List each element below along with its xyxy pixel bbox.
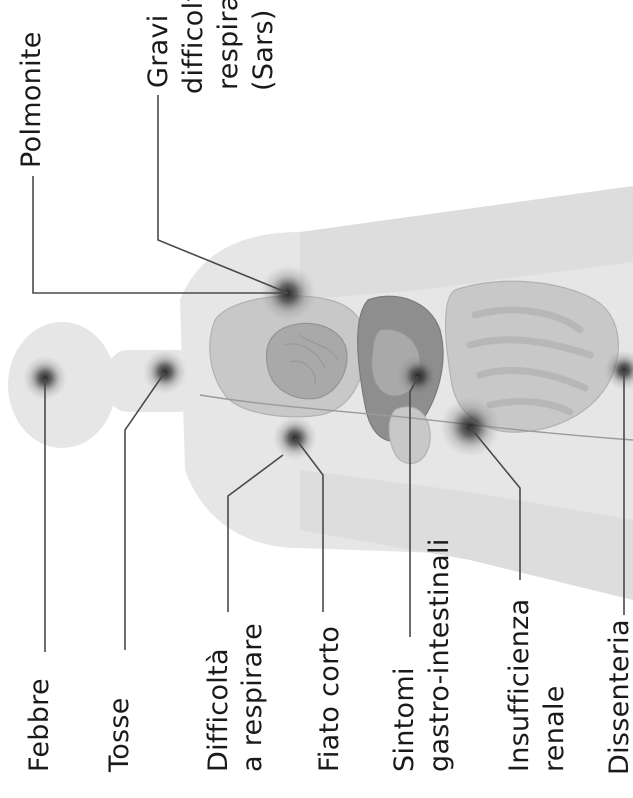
label-tosse-line-1: Tosse bbox=[104, 697, 135, 773]
label-insufficienza-line-1: Insufficienza bbox=[504, 599, 535, 772]
label-gravi-line-1: Gravi bbox=[143, 14, 174, 88]
label-polmonite: Polmonite bbox=[16, 31, 47, 168]
label-insufficienza-line-2: renale bbox=[539, 685, 570, 772]
label-sintomi-line-2: gastro-intestinali bbox=[424, 538, 455, 772]
label-sintomi-line-1: Sintomi bbox=[389, 667, 420, 772]
label-fiato-line-1: Fiato corto bbox=[314, 626, 345, 772]
leader-tosse bbox=[125, 372, 165, 650]
heart-shape bbox=[267, 323, 347, 398]
label-tosse: Tosse bbox=[104, 697, 135, 773]
label-gravi-line-3: respiratorie bbox=[213, 0, 244, 90]
label-polmonite-line-1: Polmonite bbox=[16, 31, 47, 168]
label-insufficienza: Insufficienza renale bbox=[504, 590, 570, 772]
label-febbre-line-1: Febbre bbox=[24, 678, 55, 772]
label-difficolta-line-1: Difficoltà bbox=[203, 648, 234, 772]
label-dissenteria: Dissenteria bbox=[604, 619, 633, 775]
label-gravi-line-2: difficoltà bbox=[178, 0, 209, 94]
label-difficolta-line-2: a respirare bbox=[237, 623, 268, 772]
label-sintomi: Sintomi gastro-intestinali bbox=[389, 538, 455, 772]
label-difficolta: Difficoltà a respirare bbox=[203, 623, 268, 772]
label-gravi-line-4: (Sars) bbox=[248, 9, 279, 91]
label-febbre: Febbre bbox=[24, 678, 55, 772]
label-gravi: Gravi difficoltà respiratorie (Sars) bbox=[143, 0, 279, 94]
label-fiato: Fiato corto bbox=[314, 626, 345, 772]
label-dissenteria-line-1: Dissenteria bbox=[604, 619, 633, 775]
